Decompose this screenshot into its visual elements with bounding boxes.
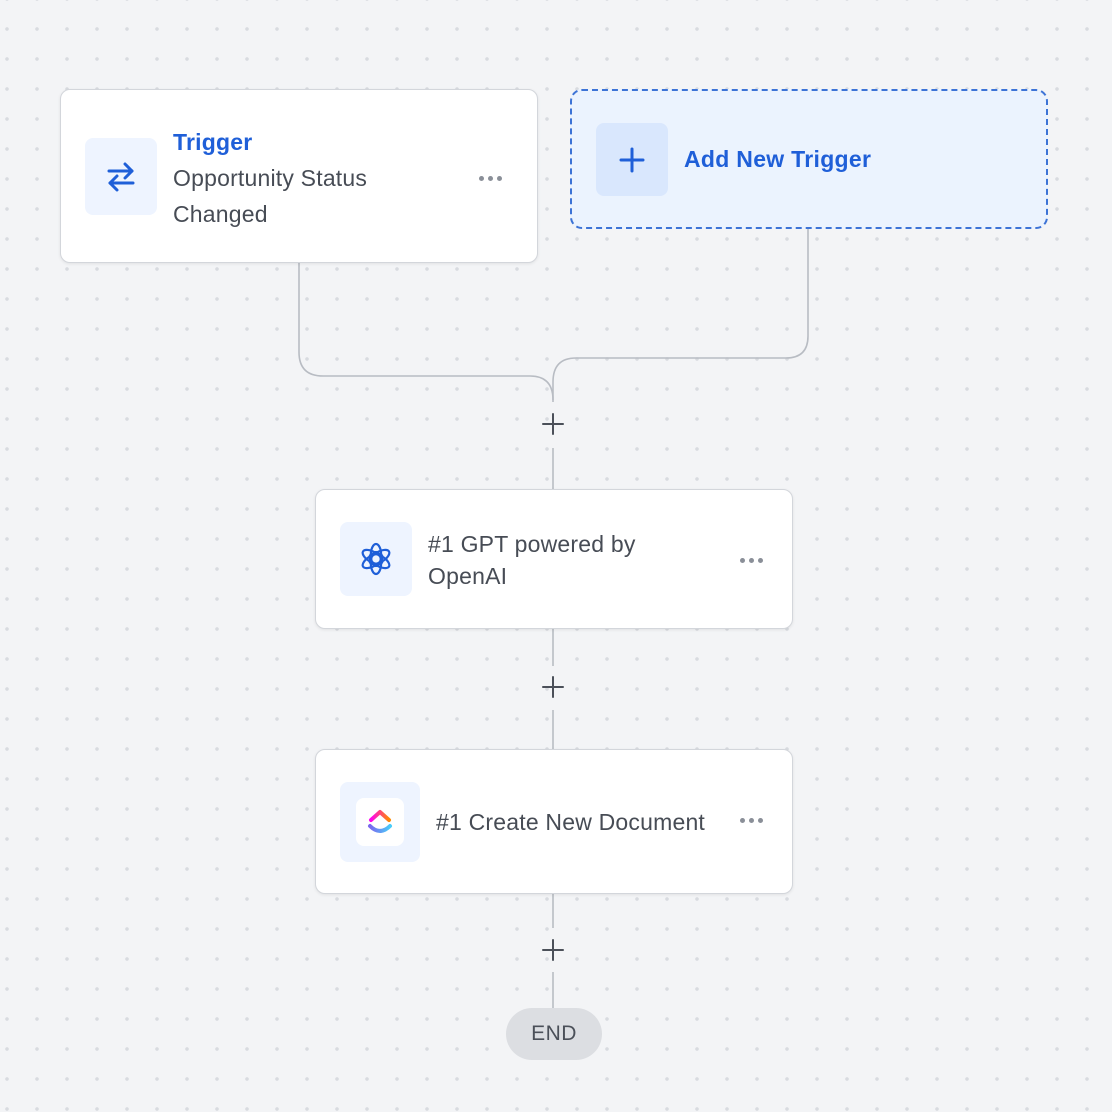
add-trigger-label: Add New Trigger — [684, 146, 872, 172]
create-document-more-menu[interactable] — [738, 812, 765, 829]
dot-icon — [497, 176, 502, 181]
gpt-card-text: #1 GPT powered by OpenAI — [428, 528, 718, 592]
openai-icon — [361, 542, 391, 576]
add-step-button[interactable] — [533, 930, 573, 970]
gpt-more-menu[interactable] — [738, 552, 765, 569]
dot-icon — [740, 558, 745, 563]
add-trigger-icon-box — [596, 123, 668, 196]
gpt-action-line1: #1 GPT powered by — [428, 531, 636, 557]
clickup-icon-box — [340, 782, 420, 862]
trigger-more-menu[interactable] — [477, 170, 504, 187]
trigger-card[interactable]: Trigger Opportunity Status Changed — [60, 89, 538, 263]
create-document-label: #1 Create New Document — [436, 809, 706, 835]
dot-icon — [749, 818, 754, 823]
trigger-event-line2: Changed — [173, 201, 268, 227]
dot-icon — [749, 558, 754, 563]
dot-icon — [758, 558, 763, 563]
end-node: END — [506, 1008, 602, 1060]
trigger-icon-box — [85, 138, 157, 215]
plus-icon — [542, 676, 564, 698]
gpt-action-line2: OpenAI — [428, 563, 508, 589]
plus-icon — [542, 939, 564, 961]
dot-icon — [488, 176, 493, 181]
action-card-create-document[interactable]: #1 Create New Document — [315, 749, 793, 894]
add-new-trigger-button[interactable]: Add New Trigger — [570, 89, 1048, 229]
openai-icon-box — [340, 522, 412, 596]
dot-icon — [758, 818, 763, 823]
action-card-gpt[interactable]: #1 GPT powered by OpenAI — [315, 489, 793, 629]
add-step-button[interactable] — [533, 404, 573, 444]
trigger-card-text: Trigger Opportunity Status Changed — [173, 124, 473, 232]
plus-icon — [619, 147, 645, 172]
swap-arrows-icon — [107, 162, 135, 191]
create-document-card-text: #1 Create New Document — [436, 806, 736, 838]
plus-icon — [542, 413, 564, 435]
trigger-label: Trigger — [173, 129, 253, 155]
dot-icon — [740, 818, 745, 823]
add-step-button[interactable] — [533, 667, 573, 707]
clickup-icon — [368, 810, 392, 833]
trigger-event-line1: Opportunity Status — [173, 165, 368, 191]
dot-icon — [479, 176, 484, 181]
